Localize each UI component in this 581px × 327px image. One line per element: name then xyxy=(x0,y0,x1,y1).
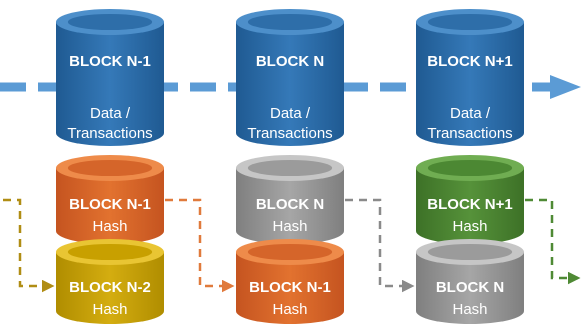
prev-hash-cylinder-subtitle: Hash xyxy=(272,301,307,318)
prev-hash-cylinder-n-plus-1: BLOCK N Hash xyxy=(416,239,524,324)
hash-cylinder-subtitle: Hash xyxy=(92,218,127,235)
hash-cylinder-subtitle: Hash xyxy=(452,218,487,235)
hash-cylinder-subtitle: Hash xyxy=(272,218,307,235)
hash-cylinder-title: BLOCK N+1 xyxy=(427,196,512,213)
data-cylinder-line1: Data / xyxy=(270,105,311,122)
hash-link-arrow-n-minus-1 xyxy=(3,198,55,293)
data-cylinder-line1: Data / xyxy=(450,105,491,122)
hash-cylinder-title: BLOCK N-1 xyxy=(69,196,151,213)
prev-hash-cylinder-subtitle: Hash xyxy=(92,301,127,318)
data-cylinder-title: BLOCK N xyxy=(256,53,324,70)
data-cylinder-line1: Data / xyxy=(90,105,131,122)
prev-hash-cylinder-title: BLOCK N-1 xyxy=(249,279,331,296)
hash-link-arrow-n xyxy=(165,198,235,293)
hash-cylinder-title: BLOCK N xyxy=(256,196,324,213)
prev-hash-cylinder-title: BLOCK N-2 xyxy=(69,279,151,296)
hash-link-arrow-outgoing xyxy=(525,198,581,285)
chain-direction-arrowhead xyxy=(550,75,581,99)
hash-cylinder-n: BLOCK N Hash xyxy=(236,155,344,244)
hash-link-arrow-n-plus-1 xyxy=(345,198,415,293)
data-cylinder-title: BLOCK N+1 xyxy=(427,53,512,70)
data-cylinder-line2: Transactions xyxy=(247,125,332,142)
data-cylinder-line2: Transactions xyxy=(67,125,152,142)
data-cylinder-line2: Transactions xyxy=(427,125,512,142)
data-cylinder-title: BLOCK N-1 xyxy=(69,53,151,70)
prev-hash-cylinder-subtitle: Hash xyxy=(452,301,487,318)
data-cylinder-n: BLOCK N Data / Transactions xyxy=(236,9,344,146)
prev-hash-cylinder-title: BLOCK N xyxy=(436,279,504,296)
